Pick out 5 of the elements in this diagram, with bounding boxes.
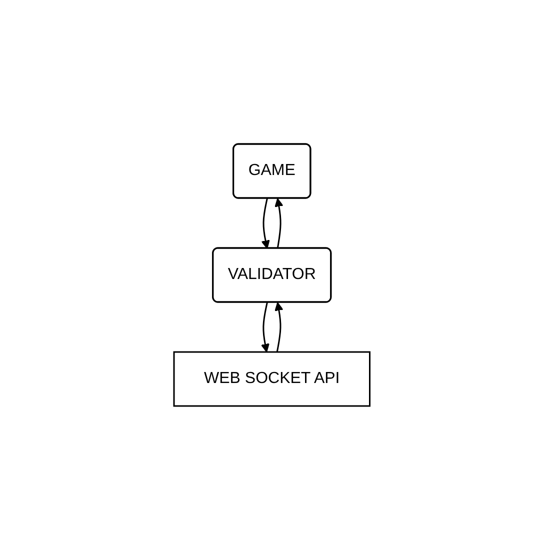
- arrow: [261, 198, 270, 249]
- arrow: [274, 302, 284, 352]
- node-box: WEB SOCKET API: [173, 351, 371, 407]
- arrow: [274, 198, 284, 249]
- arrow: [260, 302, 270, 352]
